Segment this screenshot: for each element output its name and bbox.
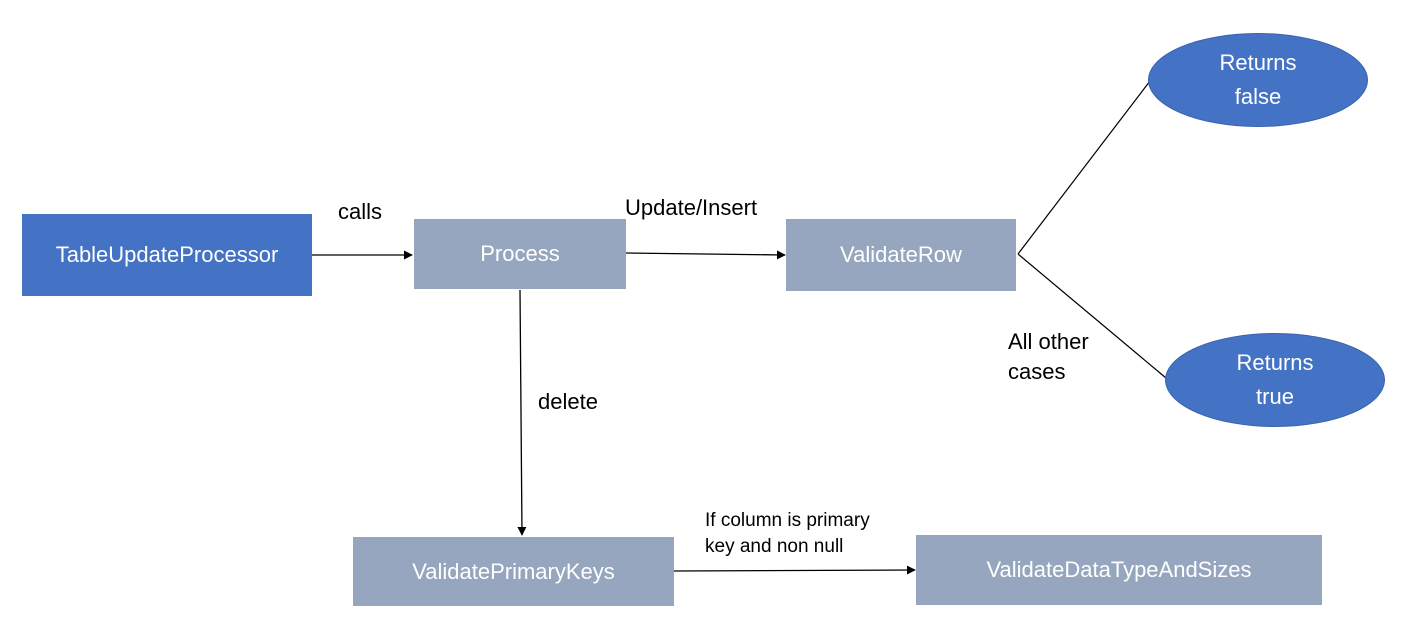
- edge-returns-true: [1017, 253, 1167, 379]
- edge-label-update-insert: Update/Insert: [625, 195, 758, 220]
- node-returns-true: Returns true: [1165, 333, 1385, 427]
- node-validate-data-type-and-sizes: ValidateDataTypeAndSizes: [916, 535, 1322, 605]
- node-returns-false: Returns false: [1148, 33, 1368, 127]
- node-label-line1: Returns: [1219, 50, 1297, 75]
- edge-label-line1: All other: [1008, 329, 1089, 354]
- node-label: TableUpdateProcessor: [55, 242, 279, 267]
- edge-label-line2: cases: [1008, 359, 1066, 384]
- node-label: ValidateRow: [840, 242, 962, 267]
- node-validate-primary-keys: ValidatePrimaryKeys: [353, 537, 674, 606]
- edge-label-delete: delete: [538, 389, 598, 414]
- node-process: Process: [414, 219, 626, 289]
- node-label: ValidateDataTypeAndSizes: [986, 557, 1252, 582]
- node-label-line1: Returns: [1236, 350, 1314, 375]
- edge-label-calls: calls: [338, 199, 383, 224]
- edge-label-if-column: If column is primary key and non null: [705, 508, 870, 560]
- node-label: ValidatePrimaryKeys: [412, 558, 615, 584]
- node-label: Process: [480, 241, 560, 266]
- edge-delete: [517, 289, 527, 536]
- edge-update-insert: [625, 250, 786, 260]
- edge-label-line2: key and non null: [705, 536, 844, 557]
- node-table-update-processor: TableUpdateProcessor: [22, 214, 312, 296]
- edge-label-all-other-cases: All other cases: [1008, 327, 1089, 387]
- edge-if-column: [673, 565, 916, 575]
- edge-label-line1: If column is primary: [705, 510, 870, 531]
- node-label-line2: true: [1256, 384, 1294, 409]
- edge-returns-false: [1017, 80, 1151, 255]
- node-label-line2: false: [1234, 84, 1282, 109]
- node-validate-row: ValidateRow: [786, 219, 1016, 291]
